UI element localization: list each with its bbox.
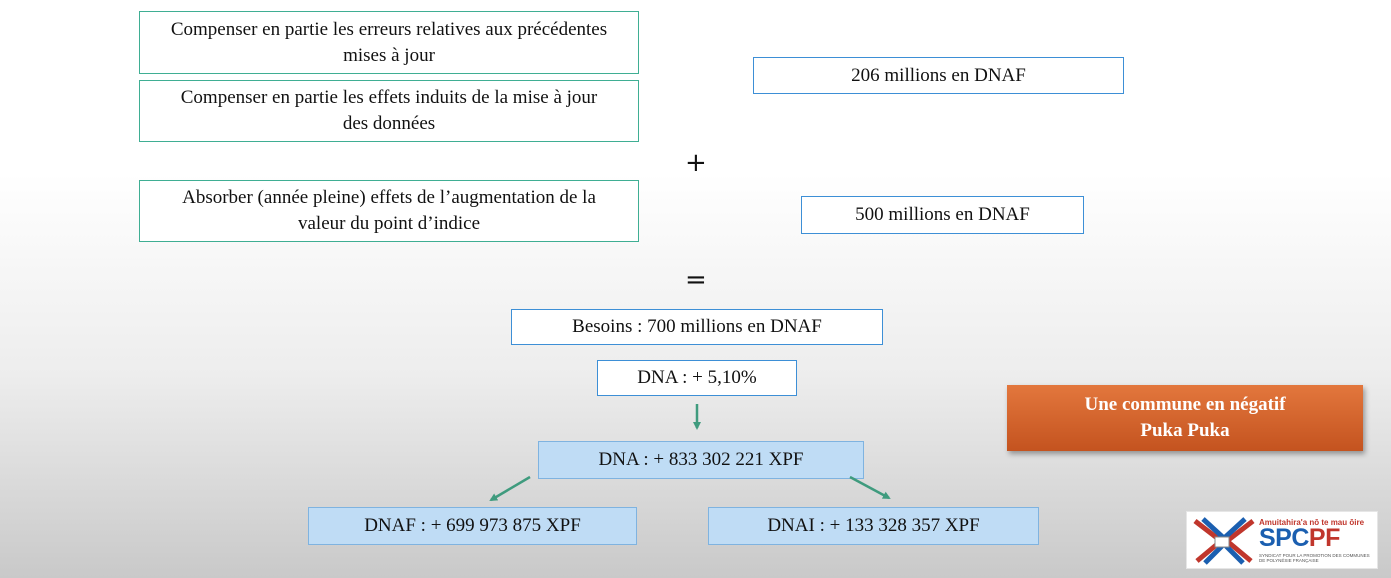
negative-commune-callout: Une commune en négatif Puka Puka — [1007, 385, 1363, 451]
dna-percent-text: DNA : + 5,10% — [637, 367, 757, 388]
arrow-left — [489, 475, 531, 502]
logo-tagline: Amuitahira'a nō te mau ōire — [1259, 518, 1365, 527]
logo-brand-spc: SPC — [1259, 524, 1309, 552]
spcpf-logo: Amuitahira'a nō te mau ōire SPCPF SYNDIC… — [1186, 511, 1378, 569]
callout-line1: Une commune en négatif — [1084, 394, 1286, 415]
box-absorber-point-indice: Absorber (année pleine) effets de l’augm… — [139, 180, 639, 242]
amount-box-206: 206 millions en DNAF — [753, 57, 1124, 94]
dnaf-text: DNAF : + 699 973 875 XPF — [364, 515, 581, 536]
equals-sign: = — [685, 265, 707, 295]
besoins-text: Besoins : 700 millions en DNAF — [572, 316, 822, 337]
box-compenser-erreurs: Compenser en partie les erreurs relative… — [139, 11, 639, 74]
box-absorber-point-indice-text: Absorber (année pleine) effets de l’augm… — [182, 187, 596, 234]
box-compenser-erreurs-text: Compenser en partie les erreurs relative… — [170, 18, 608, 66]
logo-brand-pf: PF — [1308, 524, 1340, 552]
plus-sign: + — [685, 148, 707, 178]
box-compenser-effets-text: Compenser en partie les effets induits d… — [180, 87, 598, 134]
spcpf-emblem-icon — [1193, 517, 1255, 565]
dnai-text: DNAI : + 133 328 357 XPF — [767, 515, 980, 536]
dna-total-text: DNA : + 833 302 221 XPF — [598, 449, 804, 470]
dnai-box: DNAI : + 133 328 357 XPF — [708, 507, 1039, 545]
callout-line2: Puka Puka — [1140, 420, 1230, 441]
logo-subtitle: SYNDICAT POUR LA PROMOTION DES COMMUNES … — [1259, 553, 1370, 563]
besoins-box: Besoins : 700 millions en DNAF — [511, 309, 883, 345]
arrow-right — [849, 475, 891, 500]
amount-box-206-text: 206 millions en DNAF — [851, 64, 1026, 86]
amount-box-500: 500 millions en DNAF — [801, 196, 1084, 234]
dna-total-box: DNA : + 833 302 221 XPF — [538, 441, 864, 479]
logo-brand: SPCPF — [1259, 526, 1340, 551]
dnaf-box: DNAF : + 699 973 875 XPF — [308, 507, 637, 545]
dna-percent-box: DNA : + 5,10% — [597, 360, 797, 396]
box-compenser-effets: Compenser en partie les effets induits d… — [139, 80, 639, 142]
amount-box-500-text: 500 millions en DNAF — [855, 204, 1030, 225]
